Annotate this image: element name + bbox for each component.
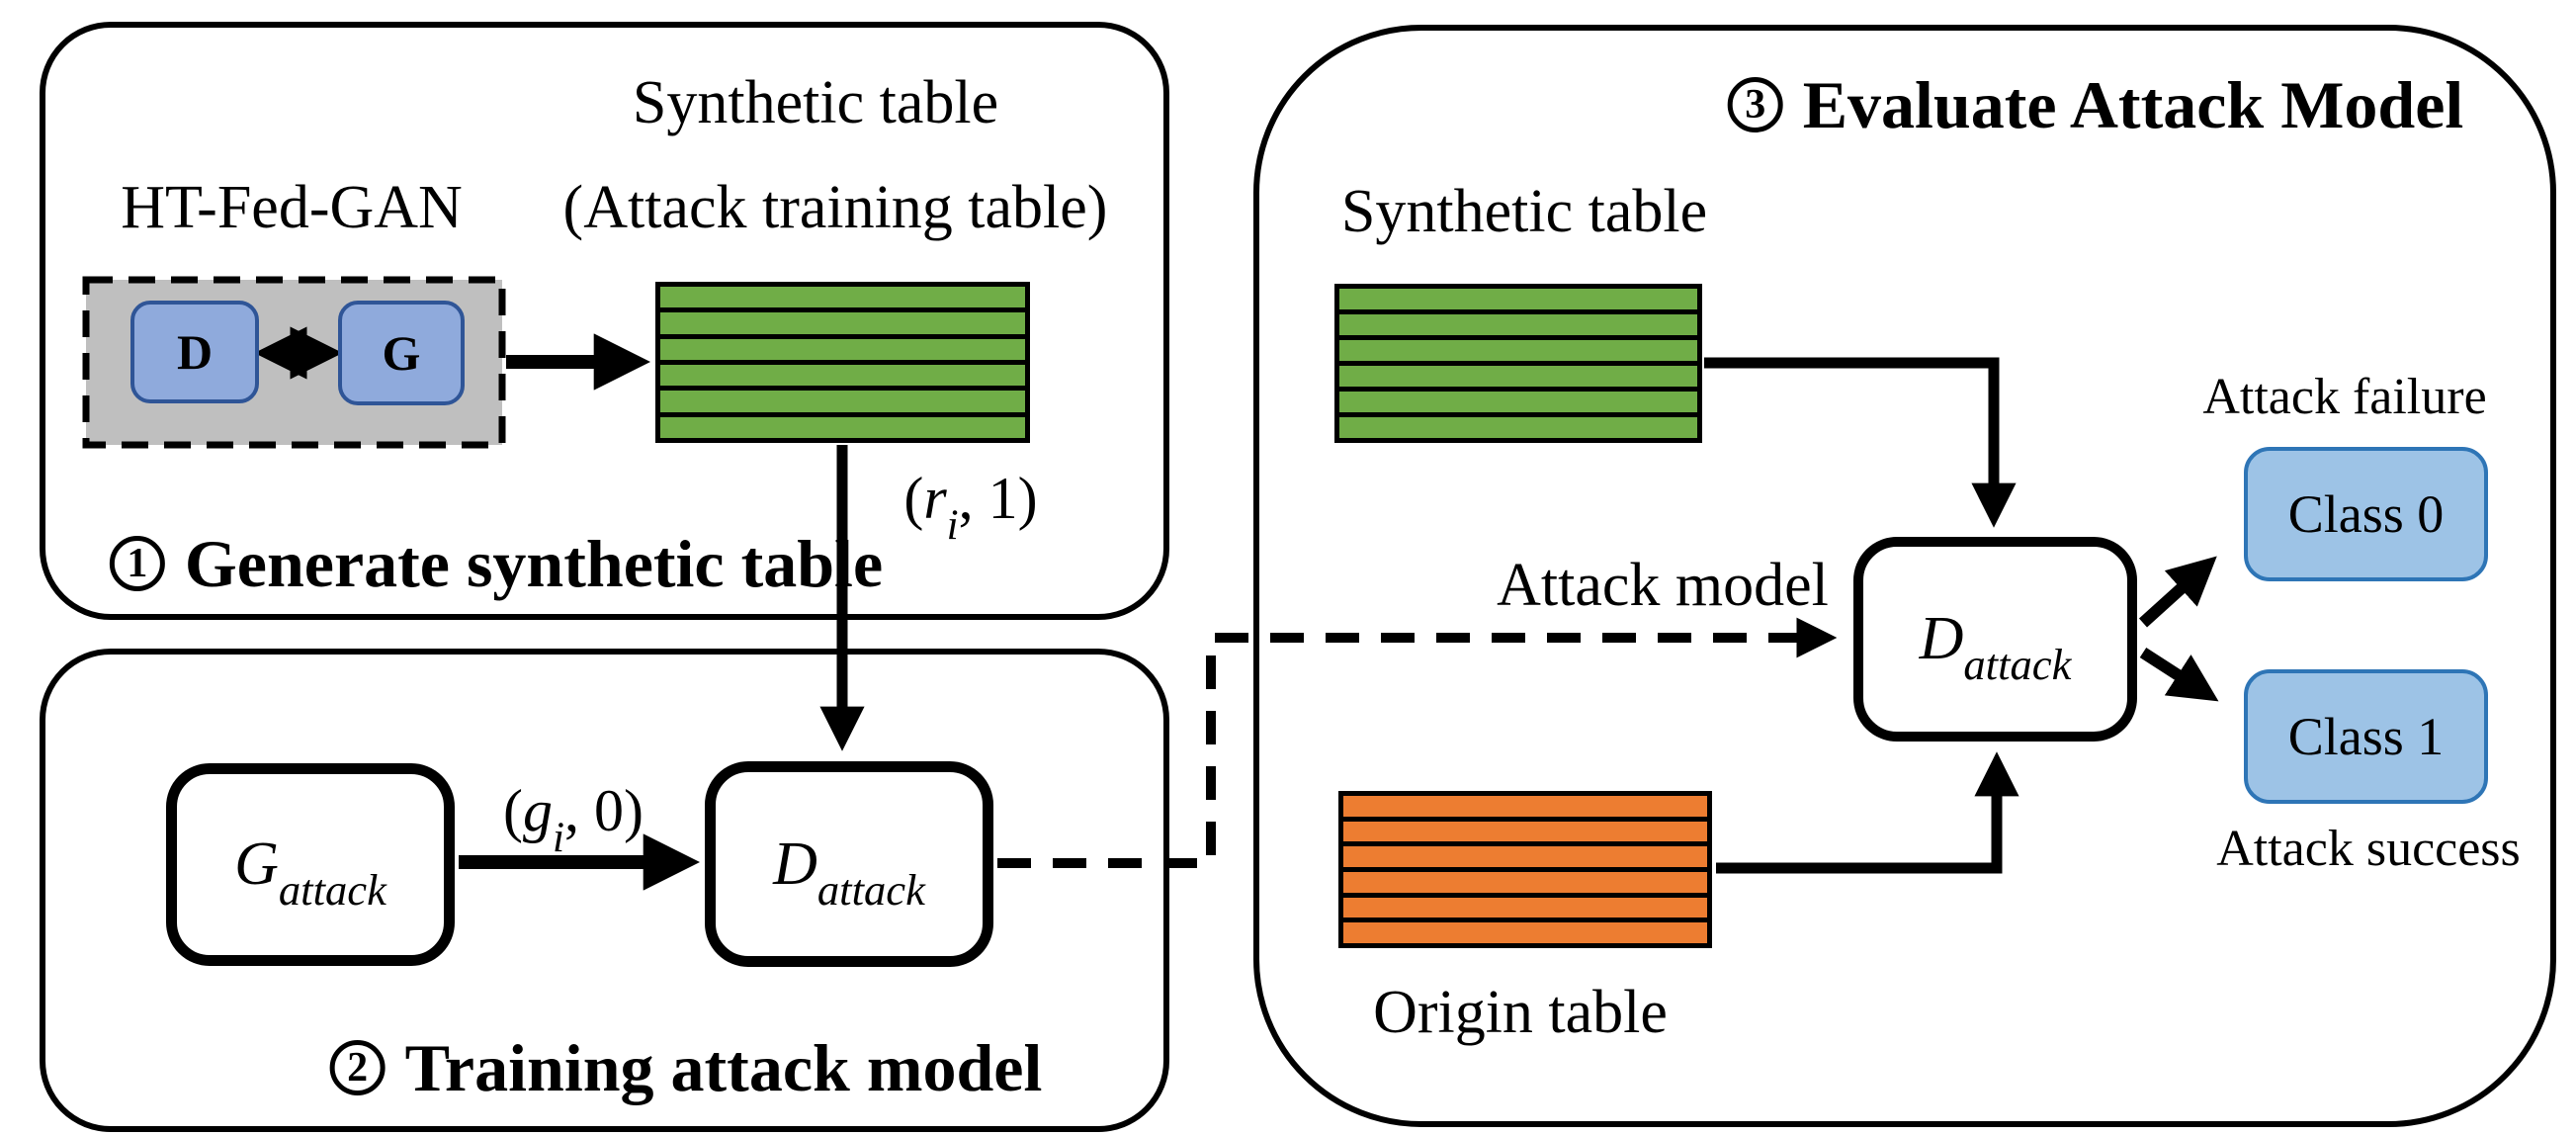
synthetic-table-label-1: Synthetic table <box>632 69 999 136</box>
attack-model-label: Attack model <box>1497 552 1829 619</box>
class1-box: Class 1 <box>2244 669 2488 804</box>
d-attack2-var: D <box>773 830 817 898</box>
generator-label: G <box>382 325 421 381</box>
origin-to-dattack-arrow <box>1716 751 2019 874</box>
g-attack-box: Gattack <box>166 763 455 966</box>
pair-var: r <box>923 466 947 531</box>
step2-badge: 2 <box>329 1040 386 1095</box>
table-row <box>1343 872 1707 893</box>
real-pair-label: (ri, 1) <box>903 465 1038 547</box>
generator-box: G <box>338 301 465 405</box>
table-row <box>660 416 1025 438</box>
pair2-close: , 0) <box>564 778 644 843</box>
table-row <box>1343 922 1707 944</box>
synthetic-table-1 <box>655 282 1030 443</box>
step1-title-text: Generate synthetic table <box>184 526 884 601</box>
d-attack3-var: D <box>1919 605 1964 672</box>
class0-box: Class 0 <box>2244 447 2488 581</box>
table-row <box>1339 366 1697 387</box>
g-attack-label: Gattack <box>234 830 386 913</box>
table-row <box>660 364 1025 387</box>
step1-badge: 1 <box>109 536 165 591</box>
d-attack-box-training: Dattack <box>705 761 993 967</box>
dattack-to-class1-arrow <box>2139 647 2219 702</box>
table-row <box>1343 897 1707 918</box>
step2-title-text: Training attack model <box>404 1030 1043 1105</box>
generated-pair-label: (gi, 0) <box>503 777 644 859</box>
table-row <box>1339 417 1697 438</box>
g-attack-var: G <box>234 830 279 898</box>
step3-title: 3 Evaluate Attack Model <box>1727 67 2464 142</box>
table-row <box>660 312 1025 334</box>
pair-close: , 1) <box>958 466 1038 531</box>
discriminator-box: D <box>130 301 259 403</box>
table-row <box>660 391 1025 412</box>
synthetic-to-dattack-arrow <box>1704 357 2017 528</box>
discriminator-label: D <box>176 324 214 380</box>
pair2-open: ( <box>503 778 523 843</box>
table-row <box>1339 289 1697 309</box>
table-row <box>660 338 1025 360</box>
class0-label: Class 0 <box>2287 484 2445 544</box>
synthetic-table-2 <box>1334 284 1702 443</box>
class1-label: Class 1 <box>2287 707 2445 766</box>
step1-title: 1 Generate synthetic table <box>109 526 884 601</box>
step3-title-text: Evaluate Attack Model <box>1802 67 2464 142</box>
attack-model-dashed-arrow <box>997 617 1838 868</box>
table-row <box>1339 314 1697 335</box>
table-row <box>660 287 1025 308</box>
table-row <box>1339 340 1697 361</box>
attack-failure-label: Attack failure <box>2202 369 2487 425</box>
pair-sub: i <box>946 501 959 549</box>
synthetic-table-label-2: Synthetic table <box>1340 178 1708 245</box>
dattack-to-class0-arrow <box>2138 556 2217 628</box>
d-attack2-sub: attack <box>816 864 925 915</box>
pair2-var: g <box>523 778 553 843</box>
table-row <box>1343 846 1707 868</box>
d-attack-label-training: Dattack <box>773 830 925 913</box>
d-attack-label-evaluate: Dattack <box>1919 604 2072 687</box>
attack-success-label: Attack success <box>2216 821 2521 877</box>
d-attack-box-evaluate: Dattack <box>1853 537 2137 742</box>
step2-title: 2 Training attack model <box>329 1030 1043 1105</box>
table-row <box>1343 796 1707 817</box>
pair2-sub: i <box>553 814 564 861</box>
pair-open: ( <box>903 466 924 531</box>
origin-table <box>1338 791 1712 948</box>
ht-fed-gan-label: HT-Fed-GAN <box>121 174 463 241</box>
g-attack-sub: attack <box>278 865 386 916</box>
attack-training-table-label: (Attack training table) <box>562 174 1108 241</box>
origin-table-label: Origin table <box>1373 979 1668 1046</box>
table-row <box>1343 821 1707 842</box>
step3-badge: 3 <box>1727 77 1783 132</box>
d-attack3-sub: attack <box>1963 640 2072 690</box>
table-row <box>1339 392 1697 412</box>
